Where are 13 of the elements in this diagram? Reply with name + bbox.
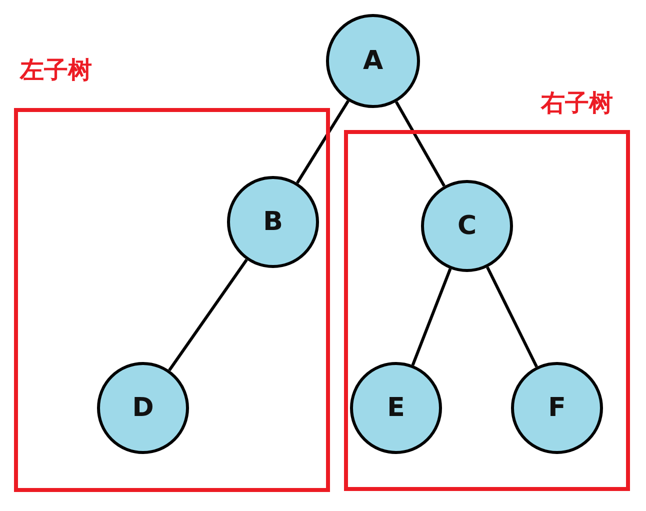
node-label: F bbox=[548, 393, 566, 423]
node-label: C bbox=[457, 211, 477, 241]
node-label: D bbox=[132, 393, 154, 423]
node-label: B bbox=[263, 207, 283, 237]
tree-edge bbox=[486, 266, 538, 368]
subtree-heading: 左子树 bbox=[20, 58, 92, 82]
subtree-heading: 右子树 bbox=[541, 91, 613, 115]
tree-edge bbox=[296, 100, 350, 184]
tree-edge bbox=[394, 101, 446, 187]
node-label: E bbox=[387, 393, 405, 423]
tree-edge bbox=[168, 258, 248, 372]
node-label: A bbox=[362, 46, 384, 76]
tree-edge bbox=[411, 268, 452, 366]
